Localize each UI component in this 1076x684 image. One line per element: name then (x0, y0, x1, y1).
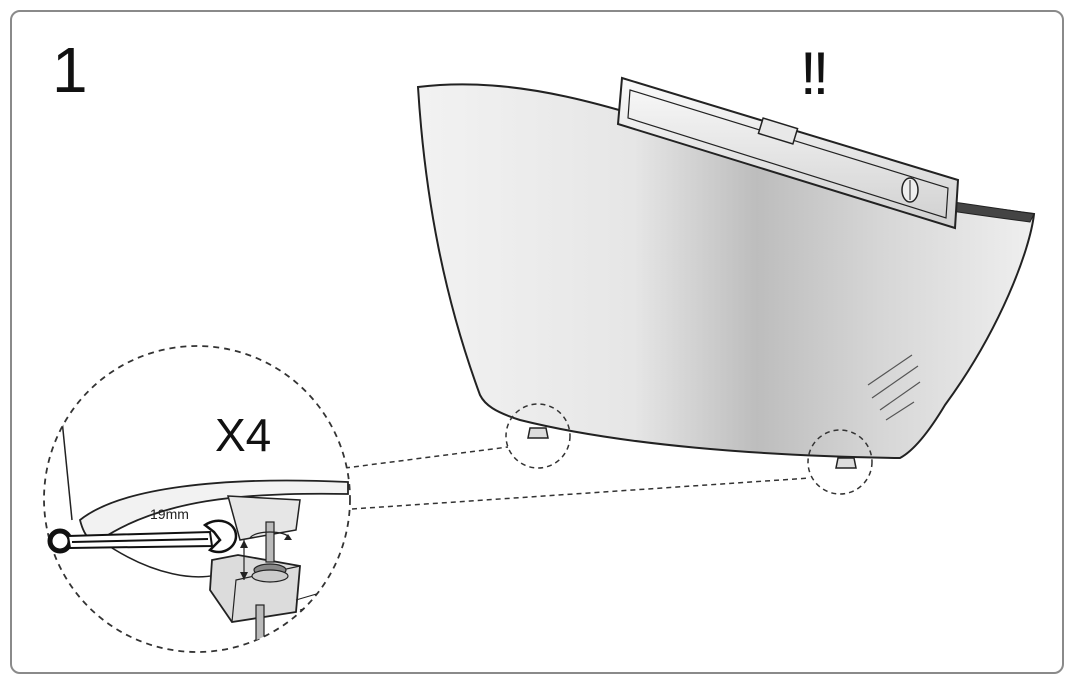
foot-highlight-circle (807, 429, 873, 495)
detail-zoom-content (61, 419, 349, 646)
wrench-size-label: 19mm (150, 506, 189, 522)
step-number: 1 (52, 34, 88, 106)
connector-line (344, 446, 509, 469)
spirit-level-icon (616, 76, 960, 230)
warning-mark: !! (800, 40, 829, 107)
quantity-label: X4 (215, 409, 272, 461)
connector-line (351, 477, 811, 510)
adjustable-foot-icon (527, 427, 857, 469)
bathtub-icon (416, 83, 1036, 460)
foot-highlight-circle (505, 403, 571, 469)
wrench-icon (47, 519, 238, 554)
